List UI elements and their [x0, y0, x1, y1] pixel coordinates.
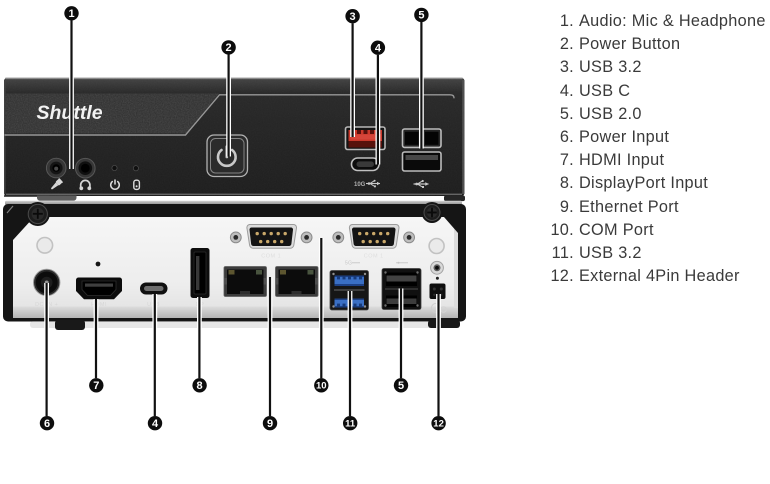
svg-text:5G: 5G [345, 261, 352, 267]
svg-text:6: 6 [44, 418, 50, 430]
svg-text:9: 9 [267, 418, 273, 430]
svg-text:12: 12 [433, 419, 444, 430]
svg-text:10: 10 [316, 381, 327, 392]
svg-text:1: 1 [68, 8, 74, 20]
svg-text:7: 7 [93, 380, 99, 392]
svg-text:COM 1: COM 1 [261, 254, 281, 260]
svg-text:5: 5 [398, 380, 404, 392]
svg-text:3: 3 [350, 11, 356, 23]
svg-text:10G: 10G [354, 182, 366, 188]
svg-text:4: 4 [375, 42, 382, 54]
svg-text:11: 11 [345, 419, 356, 430]
svg-text:2: 2 [226, 42, 232, 54]
svg-text:8: 8 [197, 380, 203, 392]
svg-text:5: 5 [418, 10, 424, 22]
svg-text:HDMI: HDMI [91, 302, 107, 308]
svg-text:4: 4 [152, 418, 159, 430]
